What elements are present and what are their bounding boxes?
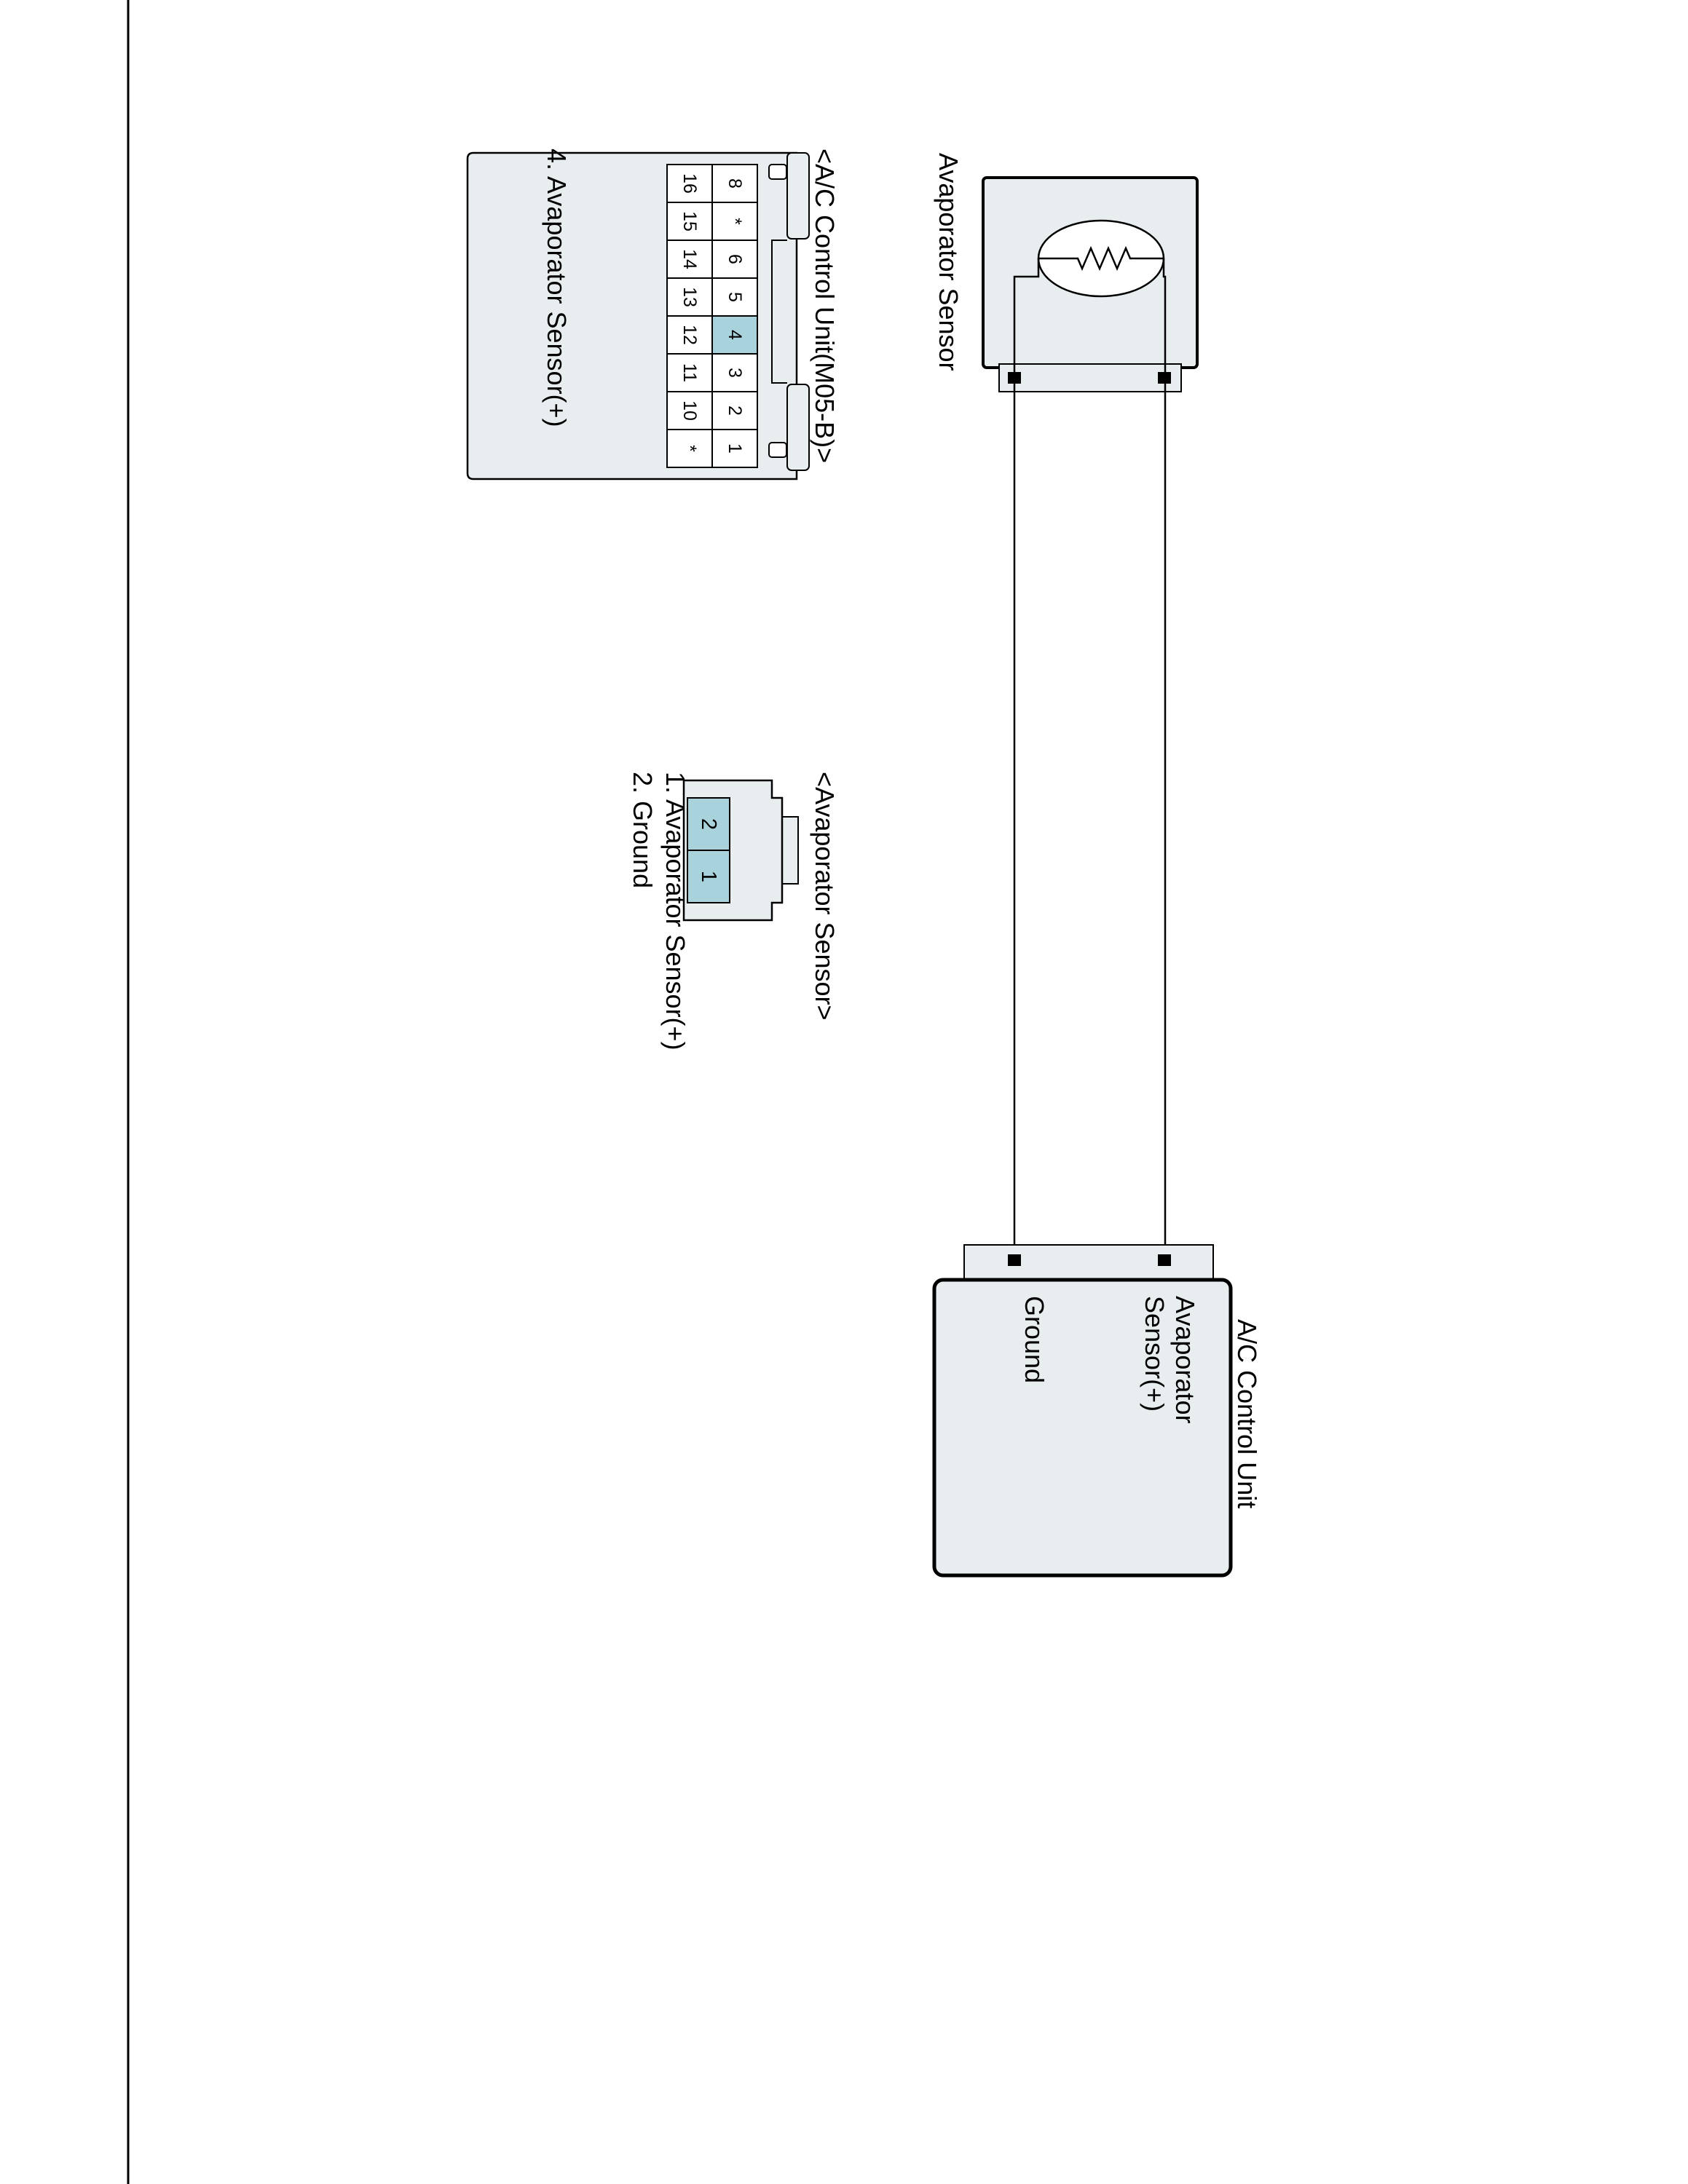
evaporator-sensor-symbol: Avaporator Sensor [934,153,1199,392]
connector-m05b-pin-label: 4 [725,330,745,340]
control-unit-pin-label-2: Ground [1019,1296,1049,1383]
rotated-drawing: Avaporator Sensor A/C Control Unit Avapo… [466,149,1262,1578]
control-unit-terminal-2 [1008,1254,1021,1266]
connector-m05b-tab-left [768,164,787,180]
connector-m05b-pin-label: 6 [725,254,745,264]
control-unit-pin-label-1b: Sensor(+) [1140,1296,1170,1412]
connector-m05b-pin-label: 13 [679,287,700,307]
connector-sensor-title: <Avaporator Sensor> [810,772,840,1021]
connector-m05b-pin-label: 2 [725,405,745,416]
control-unit-pin-label-1a: Avaporator [1170,1296,1200,1423]
ac-control-unit-block: A/C Control Unit Avaporator Sensor(+) Gr… [932,1244,1262,1578]
sensor-internal-wire-2 [1013,258,1040,378]
connector-m05b-key [771,240,787,384]
connector-m05b-pin-label: 16 [679,173,700,194]
control-unit-terminal-1 [1158,1254,1171,1266]
page-frame [127,0,130,2184]
connector-m05b-cell [666,429,713,468]
connector-m05b-pin-label: 5 [725,292,745,302]
connector-sensor-cell [687,850,730,903]
sensor-internal-wire-1 [1162,258,1167,378]
connector-m05b-pin-label: 12 [679,325,700,345]
connector-m05b-pin-note: 4. Avaporator Sensor(+) [542,149,572,427]
connector-m05b-pin-label: * [725,218,745,225]
connector-m05b-title: <A/C Control Unit(M05-B)> [810,149,840,463]
connector-m05b-pin-label: * [679,445,700,452]
connector-m05b-face: <A/C Control Unit(M05-B)> 8 * 6 5 4 3 2 1 16 15 14… [466,149,840,480]
connector-m05b-latch-right [786,384,810,471]
connector-sensor-pin-note-1: 1. Avaporator Sensor(+) [660,772,690,1051]
connector-m05b-pin-label: 10 [679,400,700,421]
control-unit-title: A/C Control Unit [1232,1319,1262,1508]
sensor-title: Avaporator Sensor [934,153,963,371]
connector-sensor-pin-label: 2 [697,818,720,830]
connector-sensor-cell-grid: 21 [687,797,730,903]
connector-m05b-pin-label: 11 [679,363,700,382]
connector-sensor-pin-note-2: 2. Ground [628,772,658,888]
connector-m05b-pin-label: 1 [725,443,745,454]
connector-m05b-pin-label: 8 [725,178,745,189]
control-unit-connector-strip [963,1244,1214,1283]
resistor-zigzag-icon [1063,245,1140,272]
connector-m05b-pin-label: 14 [679,249,700,269]
connector-sensor-pin-label: 1 [697,871,720,882]
connector-sensor-face: <Avaporator Sensor> 21 1. Avaporator Sen… [628,772,840,1051]
connector-m05b-pin-label: 15 [679,211,700,232]
connector-m05b-pin-label: 3 [725,368,745,378]
connector-m05b-tab-right [768,442,787,458]
sensor-connector-strip [998,363,1182,392]
connector-m05b-cell-grid: 8 * 6 5 4 3 2 1 16 15 14 13 12 11 10 * [666,164,758,468]
control-unit-body [932,1278,1233,1578]
connector-m05b-latch-left [786,152,810,240]
